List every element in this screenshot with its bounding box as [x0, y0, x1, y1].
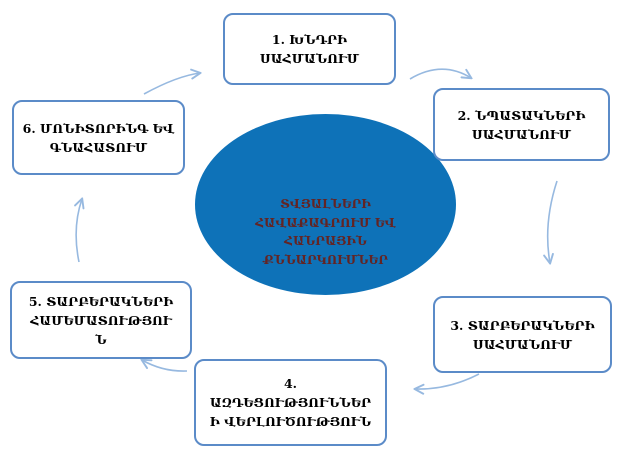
- step-label-3: 3. ՏԱՐԲԵՐԱԿՆԵՐԻ ՍԱՀՄԱՆՈՒՄ: [450, 317, 595, 352]
- step-box-3: 3. ՏԱՐԲԵՐԱԿՆԵՐԻ ՍԱՀՄԱՆՈՒՄ: [433, 296, 612, 373]
- step-box-2: 2. ՆՊԱՏԱԿՆԵՐԻ ՍԱՀՄԱՆՈՒՄ: [433, 88, 610, 161]
- arrow-step6-step1: [143, 73, 200, 95]
- arrow-step1-step2: [409, 68, 471, 80]
- step-label-4: 4. ԱԶԴԵՑՈՒԹՅՈՒՆՆԵՐ Ի ՎԵՐԼՈՒԾՈՒԹՅՈՒՆ: [209, 376, 372, 429]
- step-label-1: 1. ԽՆԴՐԻ ՍԱՀՄԱՆՈՒՄ: [259, 32, 360, 66]
- step-box-6: 6. ՄՈՆԻՏՈՐԻՆԳ ԵՎ ԳՆԱՀԱՏՈՒՄ: [12, 100, 185, 175]
- step-label-6: 6. ՄՈՆԻՏՈՐԻՆԳ ԵՎ ԳՆԱՀԱՏՈՒՄ: [22, 120, 175, 155]
- arrow-step5-step6: [76, 199, 82, 263]
- step-label-2: 2. ՆՊԱՏԱԿՆԵՐԻ ՍԱՀՄԱՆՈՒՄ: [457, 107, 586, 142]
- arrow-step4-step5: [142, 360, 188, 372]
- arrow-step3-step4: [415, 373, 480, 389]
- center-ellipse: ՏՎՅԱԼՆԵՐԻ ՀԱՎԱՔԱԳՐՈՒՄ ԵՎ ՀԱՆՐԱՅԻՆ ՔՆՆԱՐԿ…: [195, 114, 456, 295]
- center-ellipse-label: ՏՎՅԱԼՆԵՐԻ ՀԱՎԱՔԱԳՐՈՒՄ ԵՎ ՀԱՆՐԱՅԻՆ ՔՆՆԱՐԿ…: [255, 197, 396, 267]
- step-box-1: 1. ԽՆԴՐԻ ՍԱՀՄԱՆՈՒՄ: [223, 13, 396, 85]
- step-label-5: 5. ՏԱՐԲԵՐԱԿՆԵՐԻ ՀԱՄԵՄԱՏՈՒԹՅՈՒ Ն: [28, 293, 174, 347]
- step-box-4: 4. ԱԶԴԵՑՈՒԹՅՈՒՆՆԵՐ Ի ՎԵՐԼՈՒԾՈՒԹՅՈՒՆ: [194, 359, 387, 446]
- arrow-step2-step3: [548, 180, 558, 263]
- step-box-5: 5. ՏԱՐԲԵՐԱԿՆԵՐԻ ՀԱՄԵՄԱՏՈՒԹՅՈՒ Ն: [10, 281, 192, 359]
